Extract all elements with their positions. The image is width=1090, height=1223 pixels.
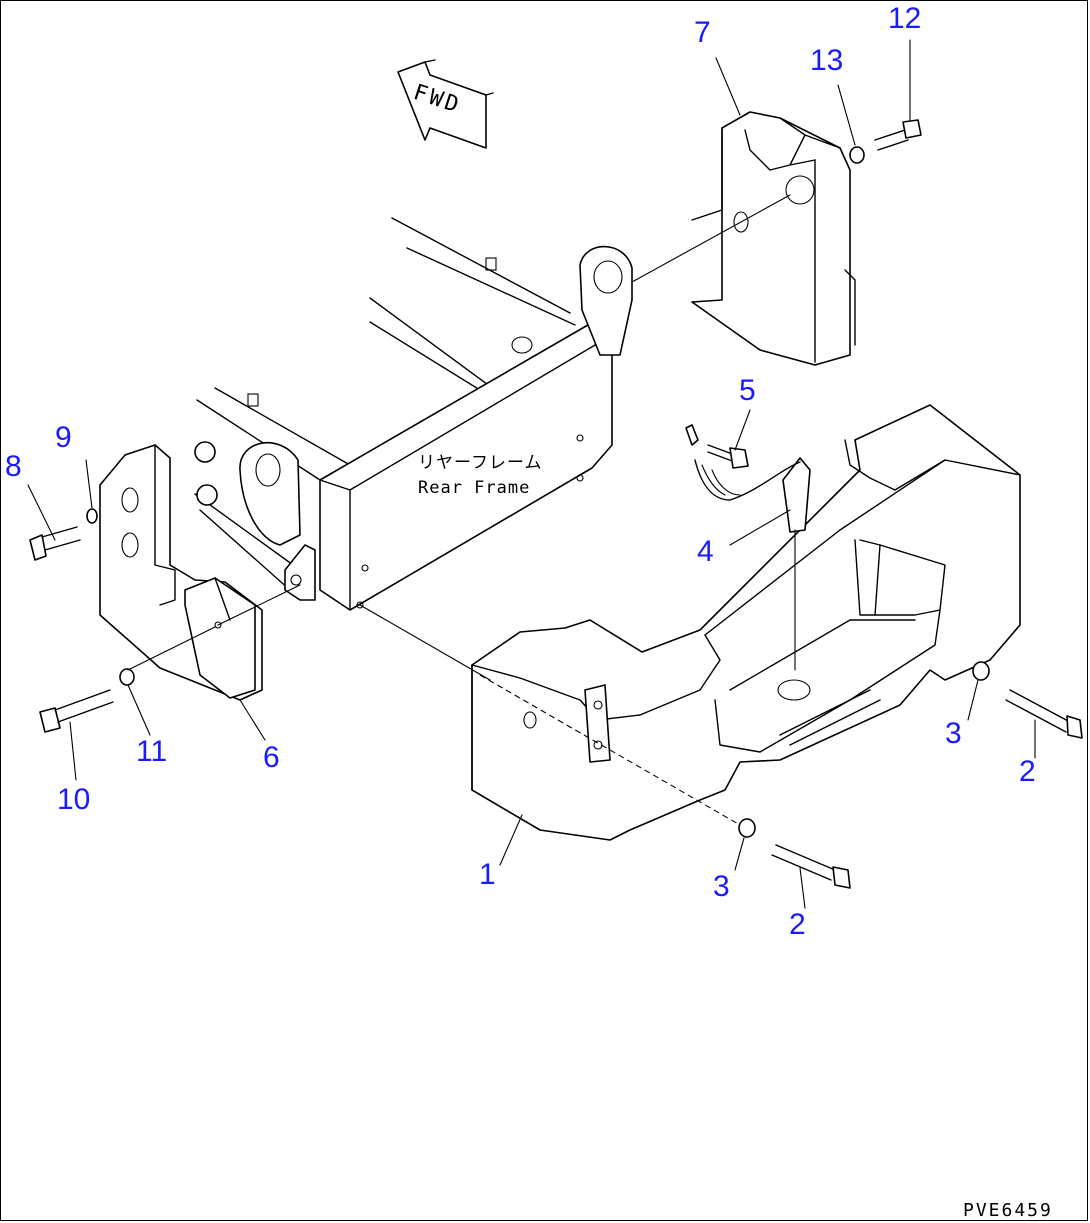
callout-3-right: 3 — [945, 717, 962, 750]
callout-4: 4 — [697, 535, 714, 568]
washer-part-11 — [119, 668, 135, 686]
weight-part-6 — [99, 444, 263, 701]
bolt-part-2-lower — [771, 844, 851, 889]
callout-11: 11 — [136, 735, 168, 768]
washer-part-3-right — [972, 661, 990, 681]
rear-frame-label-en: Rear Frame — [418, 478, 531, 498]
callout-2-lower: 2 — [789, 908, 806, 941]
callout-7: 7 — [694, 16, 711, 49]
alignment-lines — [127, 194, 791, 826]
callout-6: 6 — [263, 741, 280, 774]
callout-3-lower: 3 — [713, 870, 730, 903]
washer-part-9 — [86, 508, 98, 524]
bolt-part-5 — [707, 444, 749, 469]
washer-part-3-lower — [738, 818, 756, 838]
drawing-id: PVE6459 — [963, 1200, 1053, 1221]
leader-lines — [27, 39, 1036, 909]
bolt-part-12 — [874, 119, 922, 151]
bolt-part-2-right — [1005, 689, 1083, 739]
washer-part-13 — [849, 146, 865, 164]
callout-10: 10 — [57, 783, 91, 816]
pin-part-4 — [685, 424, 811, 671]
callout-12: 12 — [888, 2, 922, 35]
callout-1: 1 — [479, 858, 496, 891]
callout-5: 5 — [739, 374, 756, 407]
callout-9: 9 — [55, 421, 72, 454]
weight-part-7 — [691, 111, 856, 366]
callout-13: 13 — [810, 44, 844, 77]
rear-frame — [194, 217, 633, 611]
callout-8: 8 — [5, 450, 22, 483]
callout-2-right: 2 — [1019, 755, 1036, 788]
fwd-arrow — [397, 59, 494, 149]
rear-frame-label-jp: リヤーフレーム — [418, 453, 543, 473]
bolt-part-10 — [39, 689, 114, 733]
bolt-part-8 — [29, 526, 81, 561]
